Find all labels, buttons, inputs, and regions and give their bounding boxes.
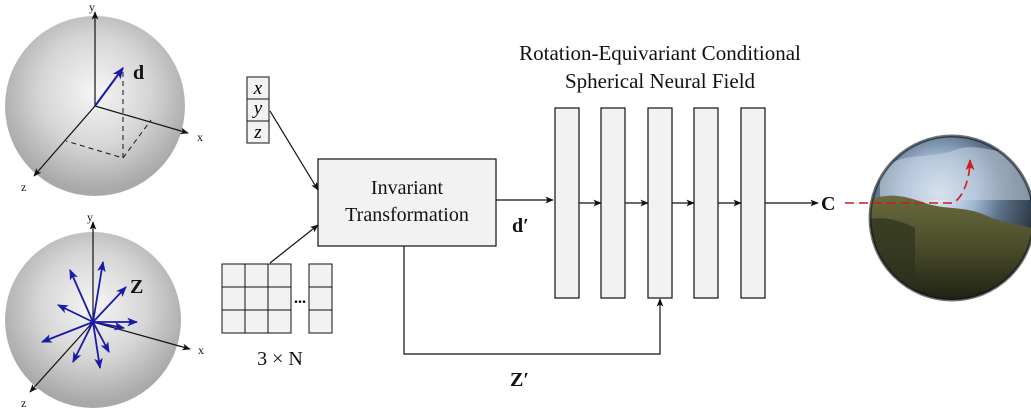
bottom-x-axis [92, 321, 191, 351]
z-set-label: Z [130, 276, 143, 298]
panorama-clouds [880, 147, 1030, 200]
bottom-y-axis-label: y [87, 210, 93, 224]
matrix-cell [244, 286, 269, 311]
panorama-sphere [845, 134, 1031, 302]
z-vector [92, 286, 127, 323]
matrix-cell [221, 263, 246, 288]
z-prime-label: Z′ [510, 369, 529, 391]
neural-layer-2 [600, 107, 626, 299]
matrix-cell [308, 263, 333, 288]
matrix-cell [244, 263, 269, 288]
bottom-z-axis [29, 321, 94, 393]
top-y-axis-label: y [89, 0, 95, 14]
xyz-cell-z [246, 120, 270, 144]
panorama-rim [868, 134, 1031, 302]
z-vector-bundle [40, 260, 139, 370]
neural-layer-5 [740, 107, 766, 299]
neural-layer-1 [554, 107, 580, 299]
z-vector [57, 304, 94, 323]
xyz-x-label: x [253, 78, 263, 99]
panorama-hill [870, 218, 915, 300]
invariant-transformation-box [317, 158, 497, 247]
matrix-cell [244, 309, 269, 334]
matrix-ellipsis: ... [294, 290, 306, 307]
d-prime-label: d′ [512, 215, 529, 237]
xyz-to-transform-arrow [269, 110, 319, 191]
neural-layer-4 [693, 107, 719, 299]
top-x-axis [94, 105, 189, 135]
z-matrix-grid [221, 263, 333, 334]
z-vector [72, 321, 94, 363]
top-x-axis-label: x [197, 130, 203, 144]
z-vector [92, 321, 126, 331]
matrix-size-label: 3 × N [257, 348, 303, 370]
z-vector [92, 321, 103, 370]
matrix-cell [221, 286, 246, 311]
output-color-label: C [821, 193, 835, 215]
matrix-cell [267, 286, 292, 311]
neural-layers [554, 107, 819, 299]
transform-label-line1: Invariant [371, 177, 444, 199]
d-vector-label: d [133, 62, 144, 84]
z-prime-path [403, 246, 664, 355]
matrix-cell [221, 309, 246, 334]
top-sphere-diagram: d y x z [5, 0, 203, 196]
matrix-cell [267, 263, 292, 288]
matrix-cell [308, 309, 333, 334]
z-vector [92, 260, 106, 323]
matrix-to-transform-arrow [269, 224, 319, 264]
d-vector-arrow [94, 67, 124, 107]
matrix-cell [308, 286, 333, 311]
matrix-cell [267, 309, 292, 334]
top-z-axis-label: z [21, 180, 26, 194]
z-vector [92, 321, 110, 353]
xyz-input-vector: x y z [246, 76, 270, 144]
bottom-z-axis-label: z [21, 396, 26, 410]
top-z-axis [33, 105, 96, 177]
neural-field-title-line1: Rotation-Equivariant Conditional [519, 41, 801, 65]
neural-layer-3 [647, 107, 673, 299]
xyz-z-label: z [253, 122, 262, 143]
transform-label-line2: Transformation [345, 204, 469, 226]
top-projection-line-2 [122, 119, 152, 159]
z-vector [69, 269, 94, 323]
neural-field-title-line2: Spherical Neural Field [565, 69, 756, 93]
bottom-sphere-diagram: Z y x z [5, 210, 204, 410]
xyz-y-label: y [252, 98, 263, 119]
z-vector [40, 321, 94, 343]
bottom-x-axis-label: x [198, 343, 204, 357]
